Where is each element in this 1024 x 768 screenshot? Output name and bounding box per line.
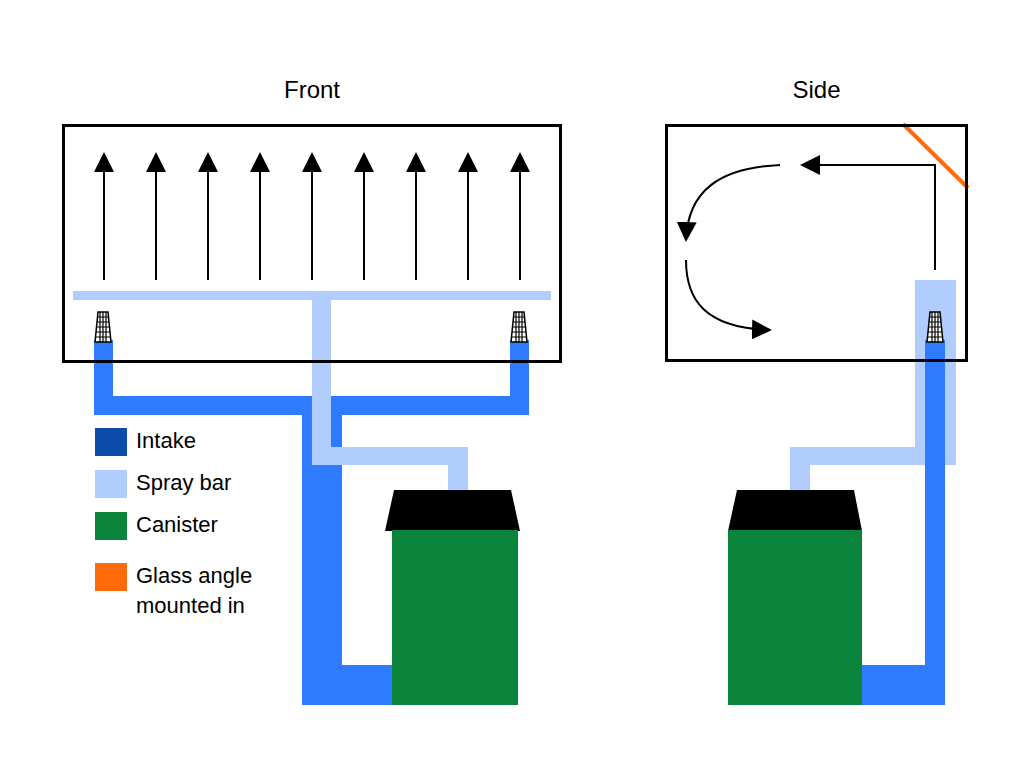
intake-pipe (302, 665, 397, 705)
flow-arrow (415, 154, 417, 280)
glass-angle (903, 124, 968, 188)
flow-arrow (259, 154, 261, 280)
intake-pipe (855, 340, 945, 705)
canister (392, 530, 518, 705)
flow-arrow (686, 260, 770, 330)
spray-bar (73, 291, 551, 492)
flow-arrow (519, 154, 521, 280)
legend-label: Canister (136, 510, 296, 540)
tank-view: Side (665, 124, 968, 362)
flow-arrow (155, 154, 157, 280)
spray-bar (790, 447, 810, 492)
view-heading: Front (284, 76, 340, 104)
intake-pipe (94, 340, 529, 705)
legend-swatch (95, 512, 127, 540)
intake-strainer (95, 312, 111, 342)
legend-swatch (95, 563, 127, 591)
flow-arrow (311, 154, 313, 280)
flow-arrow (207, 154, 209, 280)
intake-strainer (927, 312, 943, 342)
legend-entry: Glass angle mounted in (95, 563, 296, 621)
flow-arrow (686, 165, 780, 240)
spray-bar (448, 447, 468, 492)
legend-label: Glass angle mounted in (136, 561, 296, 621)
intake-pipe (925, 340, 945, 705)
legend-swatch (95, 428, 127, 456)
tank-view: Front (62, 124, 562, 363)
legend-entry: Spray bar (95, 470, 296, 498)
flow-arrows (686, 165, 935, 330)
intake-pipe (855, 665, 945, 705)
intake-strainer (511, 312, 527, 342)
legend-entry: Intake (95, 428, 296, 456)
flow-arrow (103, 154, 105, 280)
canister (385, 490, 520, 531)
spray-bar (312, 447, 468, 465)
flow-arrow (802, 165, 935, 270)
view-heading: Side (792, 76, 840, 104)
canister (728, 490, 862, 531)
legend-label: Spray bar (136, 468, 296, 498)
canister (385, 490, 520, 705)
spray-bar (312, 291, 331, 465)
legend-swatch (95, 470, 127, 498)
flow-arrows (104, 154, 520, 280)
canister (728, 490, 862, 705)
legend-label: Intake (136, 426, 296, 456)
flow-arrow (363, 154, 365, 280)
legend-entry: Canister (95, 512, 296, 540)
flow-arrow (467, 154, 469, 280)
canister (728, 530, 862, 705)
